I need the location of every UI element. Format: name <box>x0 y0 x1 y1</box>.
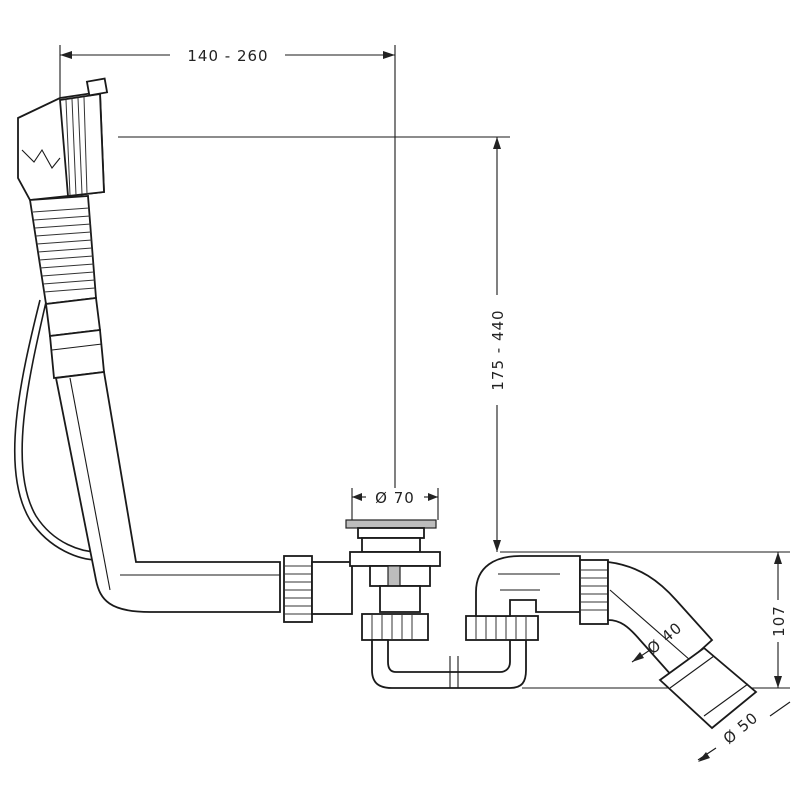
trap <box>361 555 581 689</box>
drain-plug <box>345 519 441 613</box>
dimension-label-height-range: 175 - 440 <box>489 309 507 390</box>
dimension-drain-diameter: Ø 70 <box>351 488 439 520</box>
outlet-elbow <box>607 560 714 678</box>
coupling-left <box>283 555 353 623</box>
flexible-hose <box>28 195 105 380</box>
coupling-right <box>579 559 609 625</box>
overflow-head <box>17 77 109 201</box>
dimension-label-overflow-to-drain: 140 - 260 <box>187 47 268 65</box>
dimension-height-range: 175 - 440 <box>118 136 510 552</box>
outlet-pipe <box>658 646 758 730</box>
dimension-overflow-to-drain: 140 - 260 <box>59 45 396 488</box>
dimension-label-drain-diameter: Ø 70 <box>375 489 415 507</box>
dimension-label-trap-height: 107 <box>770 605 788 637</box>
cable-bowden <box>13 299 99 561</box>
overflow-pipe <box>54 370 281 613</box>
